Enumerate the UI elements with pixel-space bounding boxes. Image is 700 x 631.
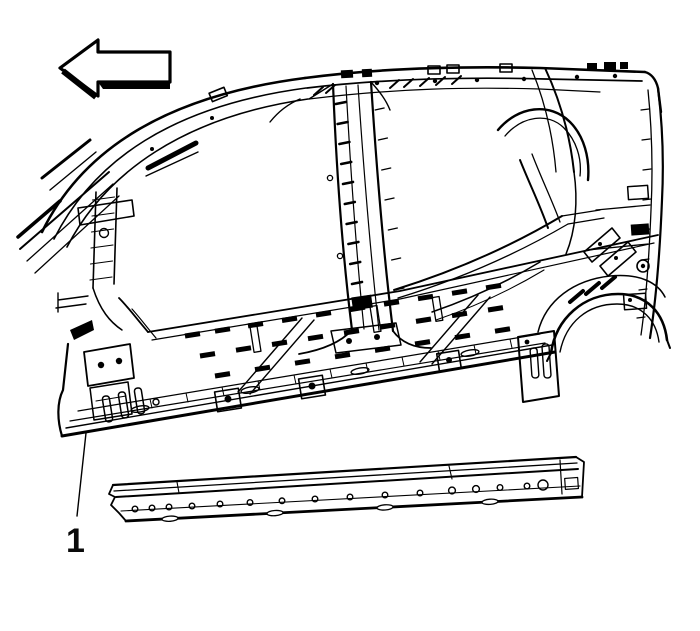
rear-wheel-arch (537, 274, 671, 362)
rocker-panel-part (108, 455, 585, 523)
vehicle-body-structure (16, 62, 671, 438)
rocker-panel-flange-slots (161, 498, 499, 523)
callout-label: 1 (66, 522, 85, 560)
body-rocker-area (57, 330, 560, 438)
callout-1: 1 (66, 432, 87, 560)
front-direction-arrow-icon (58, 38, 172, 100)
rear-quarter-structure (496, 67, 664, 340)
front-frame-cut-lines (16, 86, 229, 274)
callout-leader-line (76, 432, 87, 517)
rocker-panel-holes (131, 479, 549, 513)
a-pillar (40, 76, 309, 248)
hinge-pillar-cluster (55, 187, 135, 421)
floor-pan (118, 234, 659, 413)
